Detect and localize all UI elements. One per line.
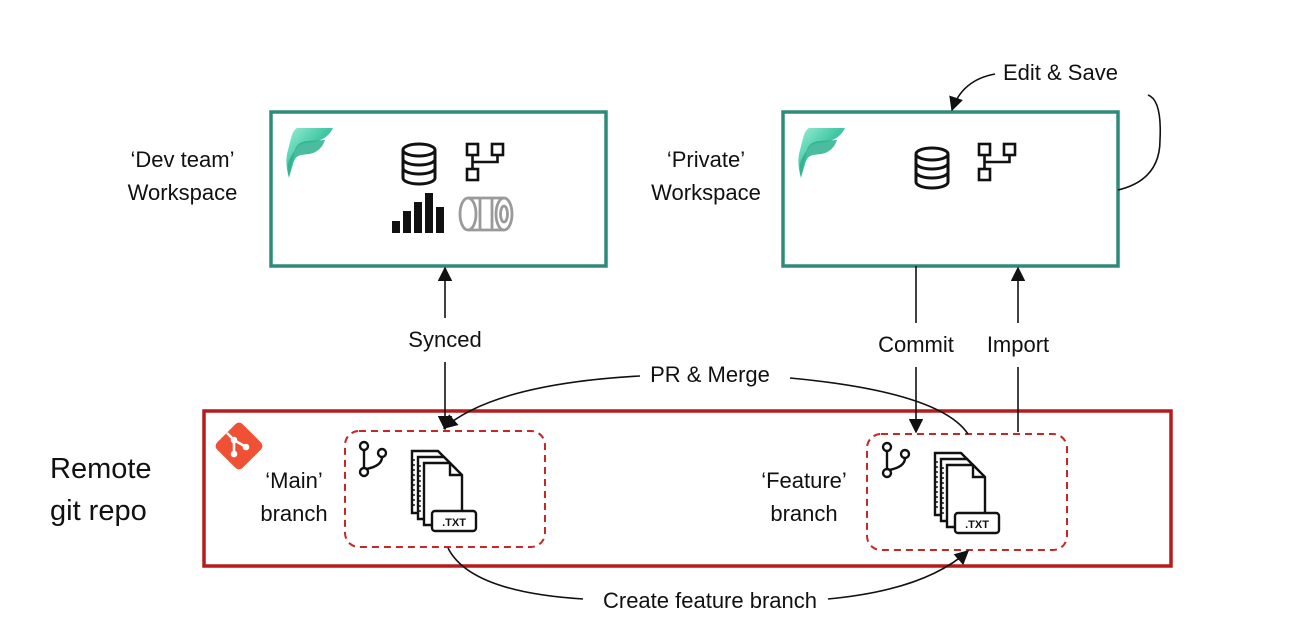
database-icon [401,142,437,186]
create-branch-arrow [827,550,970,600]
feature-branch-label: ‘Feature’ branch [748,464,860,530]
private-workspace-box [781,110,1120,268]
dev-workspace-label: ‘Dev team’ Workspace [110,143,255,209]
dev-workspace-box [269,110,608,268]
remote-repo-box [202,409,1173,568]
private-workspace-line2: Workspace [651,180,761,205]
feature-branch-box [866,433,1068,551]
repo-label: Remote git repo [50,448,152,532]
dataflow-icon [458,196,514,232]
repo-line1: Remote [50,453,152,485]
commit-label: Commit [878,332,954,357]
main-branch-line1: ‘Main’ [265,468,323,493]
database-icon [914,146,950,190]
create-branch-label: Create feature branch [602,588,818,613]
dev-workspace-line2: Workspace [127,180,238,205]
synced-label: Synced [408,327,482,352]
private-workspace-label: ‘Private’ Workspace [636,143,776,209]
dev-workspace-line1: ‘Dev team’ [130,147,235,172]
feature-file-ext: .TXT [965,519,989,531]
create-branch-arrow [447,547,584,600]
git-branch-icon [881,441,911,479]
main-branch-box [344,430,546,548]
private-workspace-line1: ‘Private’ [666,147,746,172]
git-logo-icon [215,422,263,470]
bar-chart-icon [392,193,444,233]
feature-branch-line1: ‘Feature’ [761,468,847,493]
import-label: Import [986,332,1050,357]
pr-merge-label: PR & Merge [650,362,770,387]
feature-branch-line2: branch [770,501,838,526]
edit-save-arrow [1117,94,1162,191]
edit-save-label: Edit & Save [1003,60,1118,85]
edit-save-arrow [949,73,996,112]
pr-merge-arrow [442,375,969,435]
main-file-ext: .TXT [442,517,466,529]
main-branch-label: ‘Main’ branch [248,464,340,530]
main-branch-line2: branch [260,501,328,526]
pipeline-icon [977,142,1017,182]
fabric-logo-icon [798,128,845,178]
fabric-logo-icon [286,128,333,178]
git-branch-icon [358,440,388,478]
pipeline-icon [465,142,505,182]
repo-line2: git repo [50,495,147,528]
